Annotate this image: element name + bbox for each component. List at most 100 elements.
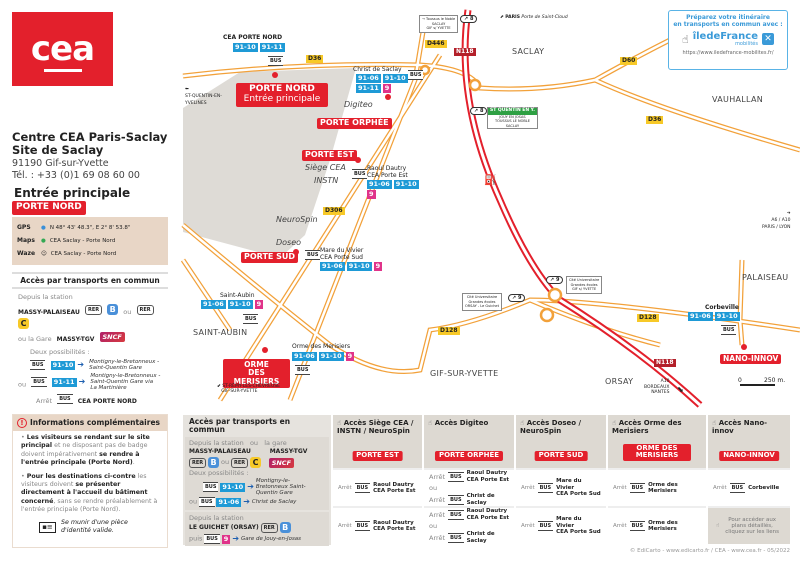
- orme-marker[interactable]: [262, 347, 268, 353]
- plans-note[interactable]: ☝ Pour accéder aux plans détaillés, cliqu…: [708, 506, 790, 544]
- road-label: D128: [637, 314, 659, 322]
- arrow-right-icon: ➔: [243, 497, 250, 506]
- note-text: Pour accéder aux plans détaillés, clique…: [725, 517, 780, 535]
- access-table: Accès par transports en commun Depuis la…: [183, 415, 790, 546]
- column-title: Accès Digiteo: [434, 419, 489, 427]
- bus-stop-icon: BUS: [408, 70, 424, 80]
- destination: Montigny-le-Bretonneux - Saint-Quentin G…: [90, 373, 161, 391]
- instn-label: INSTN: [314, 176, 339, 185]
- destination-badge[interactable]: NANO-INNOV: [719, 451, 779, 461]
- porte-est-marker[interactable]: [355, 157, 361, 163]
- idf-url[interactable]: https://www.iledefrance-mobilites.fr/: [682, 50, 774, 56]
- hand-pointer-icon: ☝: [612, 419, 617, 427]
- maps-row[interactable]: Maps●CEA Saclay - Porte Nord: [17, 237, 116, 244]
- destination-badge[interactable]: PORTE ORPHÉE: [434, 451, 504, 461]
- guichet-box: Depuis la station LE GUICHET (ORSAY) RER…: [185, 512, 329, 546]
- bus-icon: BUS: [354, 521, 371, 531]
- bus-stop-icon: BUS: [721, 325, 737, 335]
- destination-badge[interactable]: PORTE EST: [352, 451, 403, 461]
- porte-nord-marker[interactable]: [272, 72, 278, 78]
- bus-icon: BUS: [629, 521, 646, 531]
- coordinates-box: GPS●N 48° 43' 48.3", E 2° 8' 53.8" Maps●…: [12, 217, 168, 265]
- cea-logo[interactable]: cea: [12, 12, 113, 86]
- stop-label: Arrêt: [429, 472, 446, 481]
- porte-sud-label[interactable]: PORTE SUD: [241, 252, 299, 263]
- or-label: ou: [429, 522, 438, 530]
- stop-name: Christ de Saclay: [353, 66, 402, 73]
- rer-icon: RER: [136, 304, 154, 315]
- waze-row[interactable]: Waze☺CEA Saclay - Porte Nord: [17, 250, 117, 257]
- arrow-right-icon: ➔: [78, 377, 86, 386]
- waze-icon: ☺: [41, 250, 47, 257]
- arrow-right-icon: ➔: [232, 534, 240, 543]
- porte-orphee-label[interactable]: PORTE ORPHÉE: [317, 118, 392, 129]
- nano-innov-label[interactable]: NANO-INNOV: [720, 354, 782, 365]
- info-box: !Informations complémentaires • Les visi…: [12, 414, 168, 548]
- bus-icon: BUS: [354, 483, 371, 493]
- porte-est-label[interactable]: PORTE EST: [302, 150, 357, 161]
- stop-label: Arrêt: [429, 533, 446, 542]
- info-heading: Informations complémentaires: [30, 417, 160, 427]
- rer-b-icon: B: [107, 304, 119, 315]
- road-label: D36: [306, 55, 324, 63]
- hand-pointer-icon: ☝: [715, 523, 720, 529]
- gps-row[interactable]: GPS●N 48° 43' 48.3", E 2° 8' 53.8": [17, 224, 131, 231]
- fuel-station-icon: ⛽: [484, 175, 497, 186]
- info-icon: !: [17, 418, 27, 428]
- stop-label: Arrêt: [521, 523, 535, 529]
- hand-pointer-icon: ☝: [712, 419, 717, 427]
- footer-credits: © EdiCarto - www.edicarto.fr / CEA - www…: [629, 548, 790, 554]
- road-label: N118: [454, 48, 476, 56]
- nano-innov-marker[interactable]: [741, 344, 747, 350]
- siege-label: Siège CEA: [305, 163, 346, 172]
- hand-pointer-icon: ☝: [337, 419, 342, 427]
- or-label: ou: [429, 484, 438, 492]
- st-remy-direction: ⬋ ST-RÉMY-LES-CHEVREUSE GIF-SUR-YVETTE: [217, 384, 280, 394]
- porte-nord-badge: PORTE NORD: [12, 201, 86, 215]
- porte-orphee-marker[interactable]: [385, 94, 391, 100]
- town-label: VAUHALLAN: [712, 95, 764, 104]
- destination-badge[interactable]: ORME DES MERISIERS: [623, 443, 691, 461]
- bus-icon: BUS: [537, 521, 554, 531]
- bus-icon: BUS: [31, 377, 47, 387]
- stop-label: Arrêt: [613, 523, 627, 529]
- google-maps-icon: ●: [41, 237, 46, 244]
- bus-icon: BUS: [57, 393, 73, 404]
- stop-name: Orme des Merisiers: [648, 481, 678, 495]
- or-label: ou: [18, 380, 27, 389]
- road-label: D60: [620, 57, 638, 65]
- stop-name: Corbeville: [705, 304, 739, 311]
- stop-label: Arrêt: [713, 485, 727, 491]
- bus-stop-icon: BUS: [305, 250, 321, 260]
- info-paragraph-2: • Pour les destinations ci-contre les vi…: [21, 472, 158, 514]
- road-label: D446: [425, 40, 447, 48]
- bus-icon: BUS: [203, 482, 219, 492]
- destination-badge[interactable]: PORTE SUD: [534, 451, 588, 461]
- stop-name: Orme des Merisiers: [292, 343, 351, 350]
- exit-badge: ↗ 9: [546, 276, 564, 284]
- map-pin-icon: ●: [41, 224, 46, 231]
- stop-name: Raoul Dautry CEA Porte Est: [466, 470, 509, 483]
- hand-pointer-icon: ☝: [428, 419, 433, 427]
- from-station-label: Depuis la station: [18, 293, 73, 301]
- or-gare-label: ou la Gare: [18, 335, 52, 343]
- hand-pointer-icon: ☝: [682, 32, 689, 46]
